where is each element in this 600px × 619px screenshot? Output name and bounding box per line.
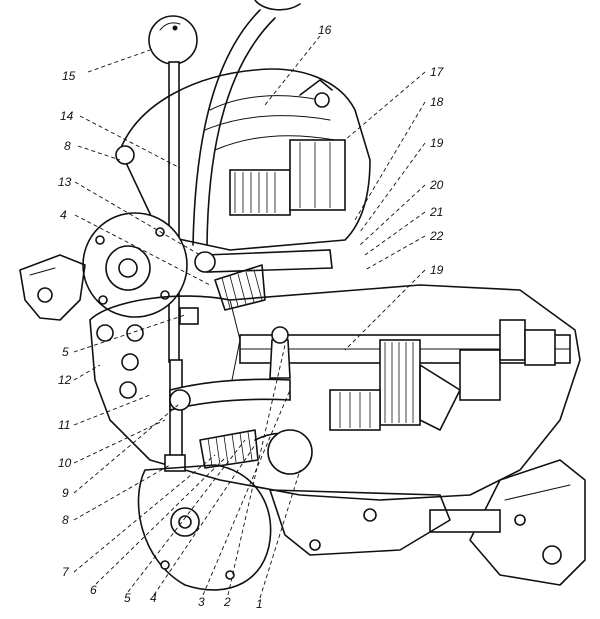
callout-15: 15	[62, 69, 76, 83]
right-output	[429, 459, 586, 586]
control-cable	[192, 0, 301, 246]
leader-lines	[73, 35, 426, 599]
callout-12: 12	[58, 373, 72, 387]
callout-2: 2	[223, 595, 231, 609]
callout-17: 17	[430, 65, 445, 79]
gear-cluster-upper	[229, 139, 346, 216]
callout-18: 18	[430, 95, 444, 109]
callout-22: 22	[429, 229, 444, 243]
lower-boot	[199, 429, 259, 469]
callout-13: 13	[58, 175, 72, 189]
main-shaft	[239, 319, 571, 431]
callout-4-upper: 4	[60, 208, 67, 222]
main-body	[89, 284, 581, 501]
lower-cover	[137, 464, 272, 591]
shift-lever	[148, 15, 198, 471]
callout-5-lower: 5	[124, 591, 131, 605]
callout-9: 9	[62, 486, 69, 500]
callout-21: 21	[429, 205, 443, 219]
callout-labels: 15 16 17 14 18 8 19 13 20 21 4 22 19 5 1…	[58, 23, 445, 611]
callout-5-upper: 5	[62, 345, 69, 359]
callout-8-lower: 8	[62, 513, 69, 527]
callout-6: 6	[90, 583, 97, 597]
upper-linkage	[179, 249, 333, 325]
upper-housing	[115, 68, 371, 251]
callout-4-lower: 4	[150, 591, 157, 605]
callout-1: 1	[256, 597, 263, 611]
callout-20: 20	[429, 178, 444, 192]
callout-14: 14	[60, 109, 74, 123]
callout-19-lower: 19	[430, 263, 444, 277]
callout-19-upper: 19	[430, 136, 444, 150]
lower-support	[269, 489, 451, 556]
upper-boot	[214, 264, 266, 311]
left-bracket	[19, 254, 86, 321]
callout-3: 3	[198, 595, 205, 609]
callout-7: 7	[62, 565, 70, 579]
callout-8-upper: 8	[64, 139, 71, 153]
callout-10: 10	[58, 456, 72, 470]
callout-16: 16	[318, 23, 332, 37]
callout-11: 11	[58, 418, 70, 432]
left-flange	[82, 212, 188, 318]
